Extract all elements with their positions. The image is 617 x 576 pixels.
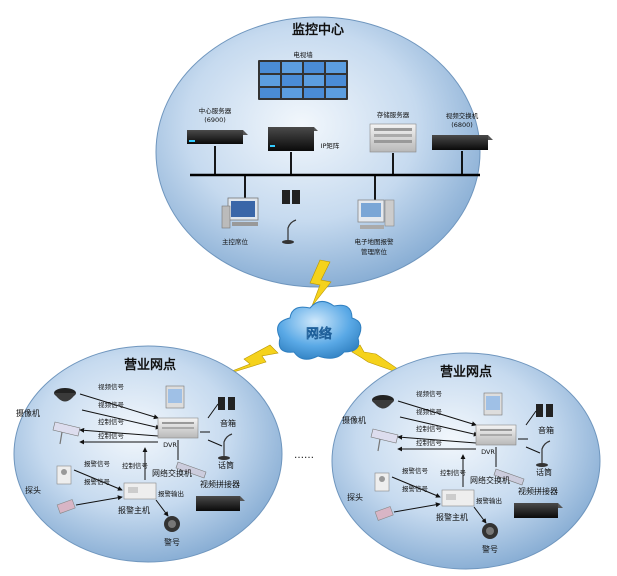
video-encoder-icon bbox=[196, 496, 245, 511]
lightning-top-icon bbox=[309, 259, 332, 307]
alarm-host-label: 报警主机 bbox=[118, 505, 150, 515]
alarm-host-label: 报警主机 bbox=[436, 512, 468, 522]
siren-icon bbox=[164, 516, 180, 532]
camera-label: 摄像机 bbox=[342, 415, 366, 425]
control-signal-3: 控制信号 bbox=[122, 461, 149, 470]
video-switch-label: 视频交换机 bbox=[446, 111, 479, 120]
video-signal-1: 视频信号 bbox=[98, 382, 125, 391]
tv-wall-label: 电视墙 bbox=[293, 50, 313, 59]
alarm-output-label: 报警输出 bbox=[158, 489, 184, 498]
remote-icon bbox=[56, 499, 76, 514]
dome-camera-icon bbox=[54, 388, 76, 402]
network-cloud: 网络 bbox=[277, 301, 362, 360]
control-signal-1: 控制信号 bbox=[98, 417, 125, 426]
video-switch-model: (6800) bbox=[451, 121, 473, 129]
monitoring-center: 监控中心 电视墙 中心服务器 (6900) bbox=[155, 16, 493, 288]
center-server-model: (6900) bbox=[204, 116, 226, 124]
dvr-label: DVR bbox=[163, 441, 177, 449]
video-encoder-icon bbox=[514, 503, 563, 518]
video-signal-2: 视频信号 bbox=[98, 400, 125, 409]
video-signal-1: 视频信号 bbox=[416, 389, 443, 398]
control-signal-2: 控制信号 bbox=[98, 431, 125, 440]
storage-server-label: 存储服务器 bbox=[377, 110, 410, 119]
camera-label: 摄像机 bbox=[16, 408, 40, 418]
mic-label: 话筒 bbox=[536, 467, 552, 477]
network-switch-icon bbox=[175, 461, 207, 479]
speaker-label: 音箱 bbox=[220, 418, 236, 428]
video-signal-2: 视频信号 bbox=[416, 407, 443, 416]
emap-label-2: 管理席位 bbox=[361, 247, 388, 256]
network-switch-icon bbox=[493, 468, 525, 486]
lightning-right-icon bbox=[351, 344, 409, 377]
probe-label: 探头 bbox=[347, 492, 363, 502]
bullet-camera-icon bbox=[52, 421, 81, 445]
control-signal-3: 控制信号 bbox=[440, 468, 467, 477]
probe-icon bbox=[56, 465, 72, 485]
lightning-left-icon bbox=[213, 344, 279, 379]
center-title: 监控中心 bbox=[292, 22, 344, 38]
center-server-label: 中心服务器 bbox=[199, 106, 232, 115]
dome-camera-icon bbox=[372, 395, 394, 409]
video-encoder-label: 视频拼接器 bbox=[200, 479, 240, 489]
dvr-label: DVR bbox=[481, 448, 495, 456]
storage-server-icon bbox=[369, 123, 417, 153]
network-switch-label: 网络交换机 bbox=[152, 468, 192, 478]
dvr-icon bbox=[157, 385, 199, 439]
emap-label-1: 电子地图报警 bbox=[355, 237, 395, 246]
alarm-output-label: 报警输出 bbox=[476, 496, 502, 505]
alarm-host-icon bbox=[441, 489, 475, 507]
alarm-signal-2: 报警信号 bbox=[402, 484, 429, 493]
speaker-icon bbox=[218, 397, 235, 410]
emap-station-icon bbox=[357, 199, 395, 229]
video-encoder-label: 视频拼接器 bbox=[518, 486, 558, 496]
alarm-signal-1: 报警信号 bbox=[402, 466, 429, 475]
center-mic-icon bbox=[282, 219, 297, 244]
lightning-links bbox=[213, 259, 409, 379]
alarm-signal-1: 报警信号 bbox=[84, 459, 111, 468]
mic-icon bbox=[218, 433, 233, 460]
speaker-label: 音箱 bbox=[538, 425, 554, 435]
center-speaker-icon bbox=[282, 190, 300, 204]
control-signal-2: 控制信号 bbox=[416, 438, 443, 447]
site-left: 营业网点 摄像机 探头 视频信号 视频信号 控制信号 控制信号 报警信 bbox=[13, 345, 283, 563]
site-right-title: 营业网点 bbox=[440, 364, 492, 380]
speaker-icon bbox=[536, 404, 553, 417]
ip-matrix-label: IP矩阵 bbox=[321, 141, 340, 150]
mic-label: 话筒 bbox=[218, 460, 234, 470]
network-label: 网络 bbox=[306, 326, 332, 342]
center-ellipse bbox=[155, 16, 481, 288]
alarm-host-icon bbox=[123, 482, 157, 500]
siren-label: 警号 bbox=[482, 544, 498, 554]
bullet-camera-icon bbox=[370, 428, 399, 452]
probe-icon bbox=[374, 472, 390, 492]
network-switch-label: 网络交换机 bbox=[470, 475, 510, 485]
site-left-title: 营业网点 bbox=[124, 357, 176, 373]
siren-icon bbox=[482, 523, 498, 539]
control-signal-1: 控制信号 bbox=[416, 424, 443, 433]
site-left-ellipse bbox=[13, 345, 283, 563]
site-right: 营业网点 摄像机 探头 视频信号 视频信号 控制信号 控制信号 报警信号 报警信… bbox=[331, 352, 601, 570]
tv-wall-icon bbox=[258, 60, 348, 100]
main-console-label: 主控席位 bbox=[222, 237, 249, 246]
more-sites-dots: …… bbox=[294, 450, 314, 461]
video-switch-icon bbox=[432, 135, 493, 150]
center-server-icon bbox=[187, 130, 248, 144]
siren-label: 警号 bbox=[164, 537, 180, 547]
dvr-icon bbox=[475, 392, 517, 446]
remote-icon bbox=[374, 506, 394, 521]
site-right-ellipse bbox=[331, 352, 601, 570]
cloud-icon bbox=[277, 301, 362, 360]
mic-icon bbox=[536, 440, 551, 467]
alarm-signal-2: 报警信号 bbox=[84, 477, 111, 486]
probe-label: 探头 bbox=[25, 485, 41, 495]
ip-matrix-icon bbox=[268, 127, 318, 151]
main-console-icon bbox=[221, 197, 259, 229]
